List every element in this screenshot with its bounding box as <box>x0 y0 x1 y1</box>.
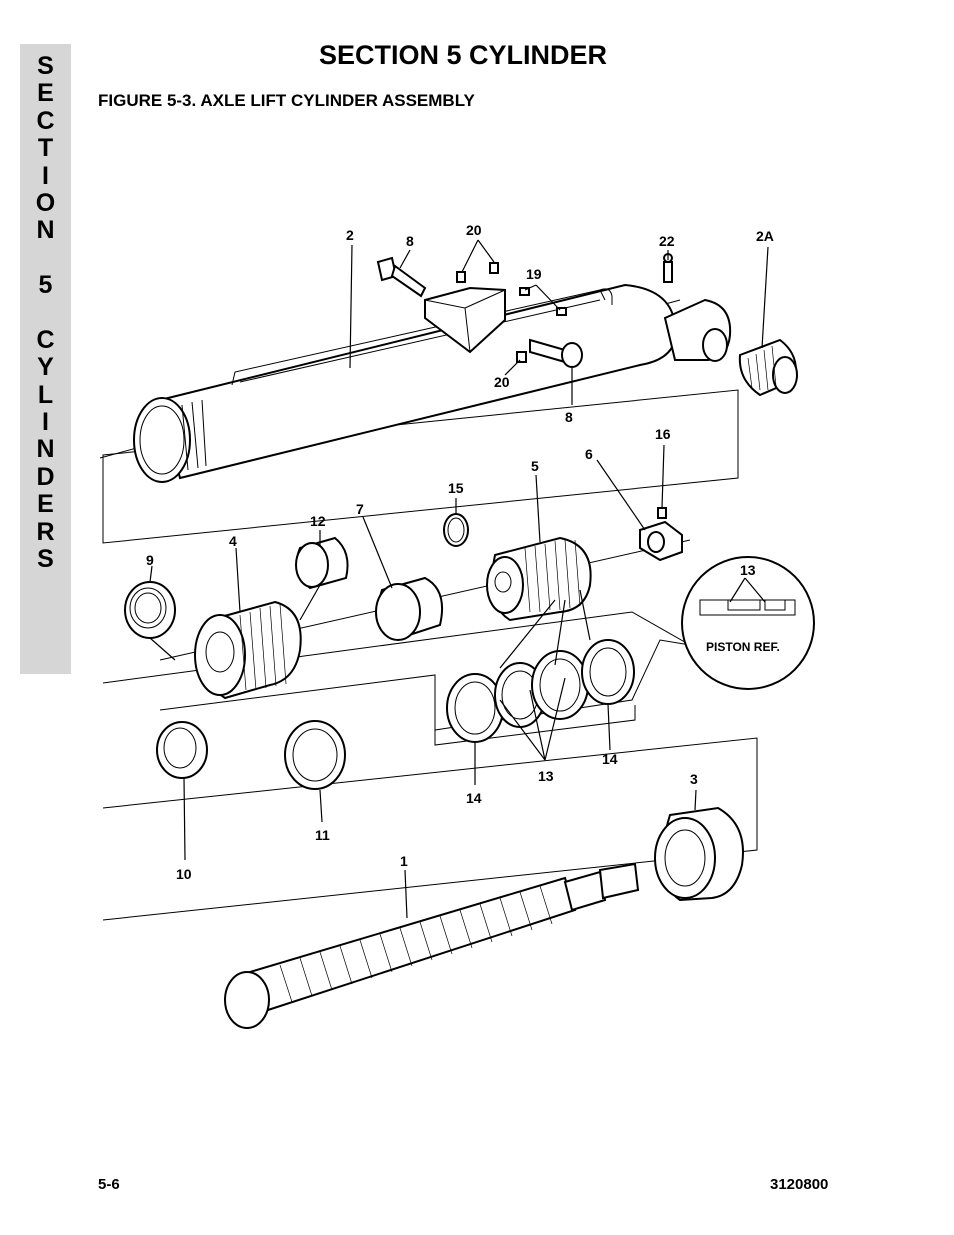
piston-ref-detail: PISTON REF. <box>681 556 815 690</box>
callout-8-top: 8 <box>406 233 414 249</box>
seal-set-13-14 <box>446 639 635 743</box>
callout-9: 9 <box>146 552 154 568</box>
section-side-tab: S E C T I O N 5 C Y L I N D E R S <box>20 44 71 674</box>
side-tab-letter: N <box>36 435 55 464</box>
callout-3: 3 <box>690 771 698 787</box>
callout-14-left: 14 <box>466 790 482 806</box>
backup-ring-11 <box>284 720 346 790</box>
side-tab-letter: L <box>37 380 54 409</box>
callout-2A: 2A <box>756 228 774 244</box>
cylinder-barrel <box>133 283 732 483</box>
side-tab-letter: S <box>37 52 54 80</box>
page-number: 5-6 <box>98 1176 120 1193</box>
callout-5: 5 <box>531 458 539 474</box>
callout-6: 6 <box>585 446 593 462</box>
spacer-7 <box>375 576 444 641</box>
section-title: SECTION 5 CYLINDER <box>0 40 954 71</box>
plugs-19 <box>519 287 567 316</box>
callout-11: 11 <box>315 827 330 843</box>
callout-20-top: 20 <box>466 222 482 238</box>
side-tab-letter: T <box>37 134 54 163</box>
side-tab-letter: 5 <box>38 271 53 300</box>
callout-2: 2 <box>346 227 354 243</box>
callout-1: 1 <box>400 853 408 869</box>
piston-rod-1 <box>224 862 640 1029</box>
gland-3 <box>654 806 744 902</box>
callout-13-detail: 13 <box>740 562 756 578</box>
oring-15 <box>443 513 469 547</box>
callout-19: 19 <box>526 266 542 282</box>
figure-title: FIGURE 5-3. AXLE LIFT CYLINDER ASSEMBLY <box>98 91 475 110</box>
cylinder-head-4 <box>194 600 302 700</box>
side-tab-letter: S <box>37 545 54 574</box>
callout-14-right: 14 <box>602 751 618 767</box>
side-tab-letter: I <box>42 408 49 437</box>
side-tab-letters: S E C T I O N 5 C Y L I N D E R S <box>20 52 71 574</box>
document-number: 3120800 <box>770 1176 829 1193</box>
side-tab-letter: D <box>36 462 55 491</box>
side-tab-letter: R <box>36 517 55 546</box>
side-tab-letter: I <box>42 161 49 190</box>
callout-8-bottom: 8 <box>565 409 573 425</box>
detail-label: PISTON REF. <box>706 640 780 654</box>
callout-labels: 2 8 20 19 22 2A 20 8 16 6 5 15 7 12 4 9 … <box>146 222 774 882</box>
bushing-2A <box>738 338 798 397</box>
side-tab-letter: E <box>37 79 54 108</box>
callout-12: 12 <box>310 513 326 529</box>
side-tab-letter: E <box>37 490 54 519</box>
piston-5 <box>486 536 592 622</box>
side-tab-letter: O <box>35 188 56 217</box>
callout-22: 22 <box>659 233 675 249</box>
callout-7: 7 <box>356 501 364 517</box>
callout-10: 10 <box>176 866 192 882</box>
fitting-22 <box>663 253 673 283</box>
bushing-12 <box>295 536 349 590</box>
seal-9 <box>124 581 176 639</box>
fitting-8-bottom <box>529 338 583 368</box>
rod-group-frame <box>102 737 758 921</box>
callout-20-bottom: 20 <box>494 374 510 390</box>
callout-4: 4 <box>229 533 237 549</box>
setscrew-16 <box>657 507 667 519</box>
callout-15: 15 <box>448 480 464 496</box>
fitting-8-top <box>376 256 427 298</box>
side-tab-letter: N <box>36 216 55 245</box>
plugs-20 <box>456 262 527 363</box>
side-tab-letter: Y <box>37 353 54 382</box>
nut-6 <box>639 520 683 562</box>
section-title-text: SECTION 5 CYLINDER <box>318 40 608 70</box>
side-tab-letter: C <box>36 325 55 354</box>
leader-lines <box>149 239 769 919</box>
seal-group-frame <box>434 675 636 746</box>
barrel-group-frame <box>102 389 739 544</box>
side-tab-letter: C <box>36 106 55 135</box>
callout-16: 16 <box>655 426 671 442</box>
callout-13: 13 <box>538 768 554 784</box>
wiper-10 <box>156 721 208 779</box>
